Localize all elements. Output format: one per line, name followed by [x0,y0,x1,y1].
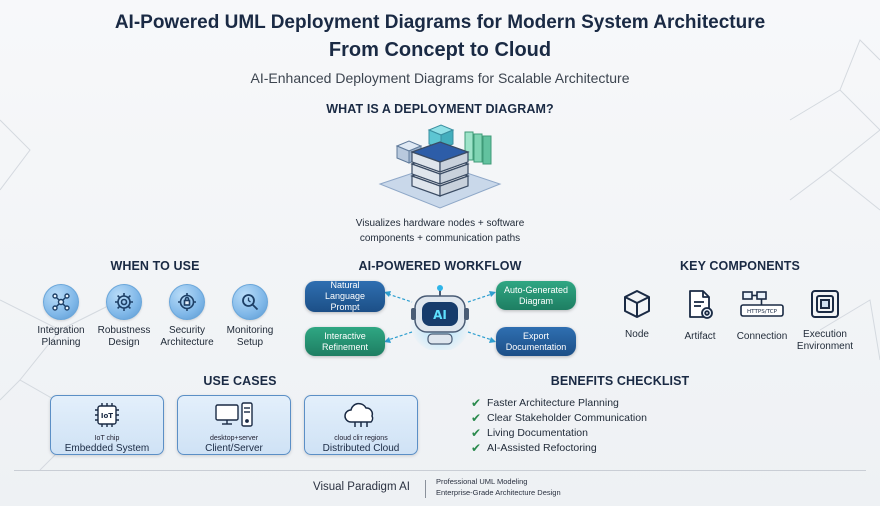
connection-label: Connection [736,331,788,342]
gear-icon [106,284,142,320]
footer-tagline-line1: Professional UML Modeling [436,477,528,486]
layers-icon [811,290,839,318]
workflow-heading: AI-POWERED WORKFLOW [358,259,522,273]
client-server-small-text: desktop+server [209,435,259,442]
execution-label-1: Execution [803,329,847,340]
magnifier-icon [232,284,268,320]
checkmark-icon: ✔ [471,425,482,440]
monitoring-label-2: Setup [236,337,264,348]
step3-line1: Interactive [324,330,366,341]
subtitle: AI-Enhanced Deployment Diagrams for Scal… [250,70,630,86]
benefit-text: Living Documentation [487,426,588,439]
use-case-distributed-cloud: cloud cliт regions Distributed Cloud [304,395,418,455]
node-label: Node [625,329,649,340]
integration-label-1: Integration [37,325,85,336]
step4-line1: Export [522,330,549,341]
benefits-heading: BENEFITS CHECKLIST [550,374,690,388]
use-case-client-server: desktop+server Client/Server [177,395,291,455]
footer-divider [14,470,866,471]
monitoring-label-1: Monitoring [226,325,274,336]
connection-icon: HTTPS/TCP [740,291,784,317]
description-line2: components + communication paths [359,233,521,244]
desktop-server-icon [215,402,253,427]
key-components-heading: KEY COMPONENTS [680,259,800,273]
use-case-embedded-system: IoT IoT chip Embedded System [50,395,164,455]
benefits-list: ✔ Faster Architecture Planning ✔ Clear Sta… [471,395,647,455]
footer-tagline-line2: Enterprise-Grade Architecture Design [436,488,561,497]
robot-connector-arrows [384,291,496,343]
connection-protocol-text: HTTPS/TCP [747,309,778,315]
step4-line2: Documentation [505,341,567,352]
embedded-small-text: IoT chip [94,435,120,442]
checkmark-icon: ✔ [471,410,482,425]
robustness-label-1: Robustness [97,325,151,336]
benefit-item: ✔ AI-Assisted Refoctoring [471,440,647,455]
cloud-small-text: cloud cliт regions [334,435,388,442]
step2-line1: Auto-Generated [503,284,569,295]
chip-text: IoT [101,412,113,420]
chip-icon: IoT [95,403,119,427]
security-gear-icon [169,284,205,320]
cloud-label: Distributed Cloud [322,443,400,454]
footer-separator [425,480,426,498]
benefit-text: Faster Architecture Planning [487,396,619,409]
artifact-label: Artifact [684,331,716,342]
footer-tagline: Professional UML Modeling Enterprise-Gra… [436,476,561,498]
description-line1: Visualizes hardware nodes + software [355,218,525,229]
step1-line3: Prompt [330,302,360,312]
cube-icon [624,290,650,318]
robot-icon: AI [410,285,470,350]
execution-label-2: Environment [796,341,854,352]
component-artifact: Artifact [665,288,735,343]
benefit-item: ✔ Living Documentation [471,425,647,440]
when-to-use-heading: WHEN TO USE [110,259,200,273]
checkmark-icon: ✔ [471,395,482,410]
step1-line2: Language [324,291,366,301]
component-connection: HTTPS/TCP Connection [727,288,797,343]
checkmark-icon: ✔ [471,440,482,455]
main-title-line2: From Concept to Cloud [328,39,552,61]
component-node: Node [602,288,672,341]
footer-brand: Visual Paradigm AI [313,481,410,493]
security-label-1: Security [168,325,206,336]
benefit-item: ✔ Clear Stakeholder Communication [471,410,647,425]
cloud-icon [344,402,374,427]
server-stack-illustration [378,124,502,209]
step1-line1: Natural [330,280,360,290]
document-gear-icon [689,290,713,319]
benefit-text: Clear Stakeholder Communication [487,411,647,424]
security-label-2: Architecture [160,337,214,348]
use-cases-heading: USE CASES [203,374,277,388]
step3-line2: Refinement [321,341,369,352]
deployment-description: Visualizes hardware nodes + software com… [300,216,580,246]
main-title-line1: AI-Powered UML Deployment Diagrams for M… [114,12,766,33]
client-server-label: Client/Server [205,443,263,454]
benefit-text: AI-Assisted Refoctoring [487,441,597,454]
robustness-label-2: Design [108,337,140,348]
integration-label-2: Planning [41,337,81,348]
robot-ai-badge: AI [433,308,447,322]
benefit-item: ✔ Faster Architecture Planning [471,395,647,410]
what-is-heading: WHAT IS A DEPLOYMENT DIAGRAM? [326,102,554,116]
network-icon [43,284,79,320]
embedded-label: Embedded System [64,443,150,454]
step2-line2: Diagram [518,295,553,306]
